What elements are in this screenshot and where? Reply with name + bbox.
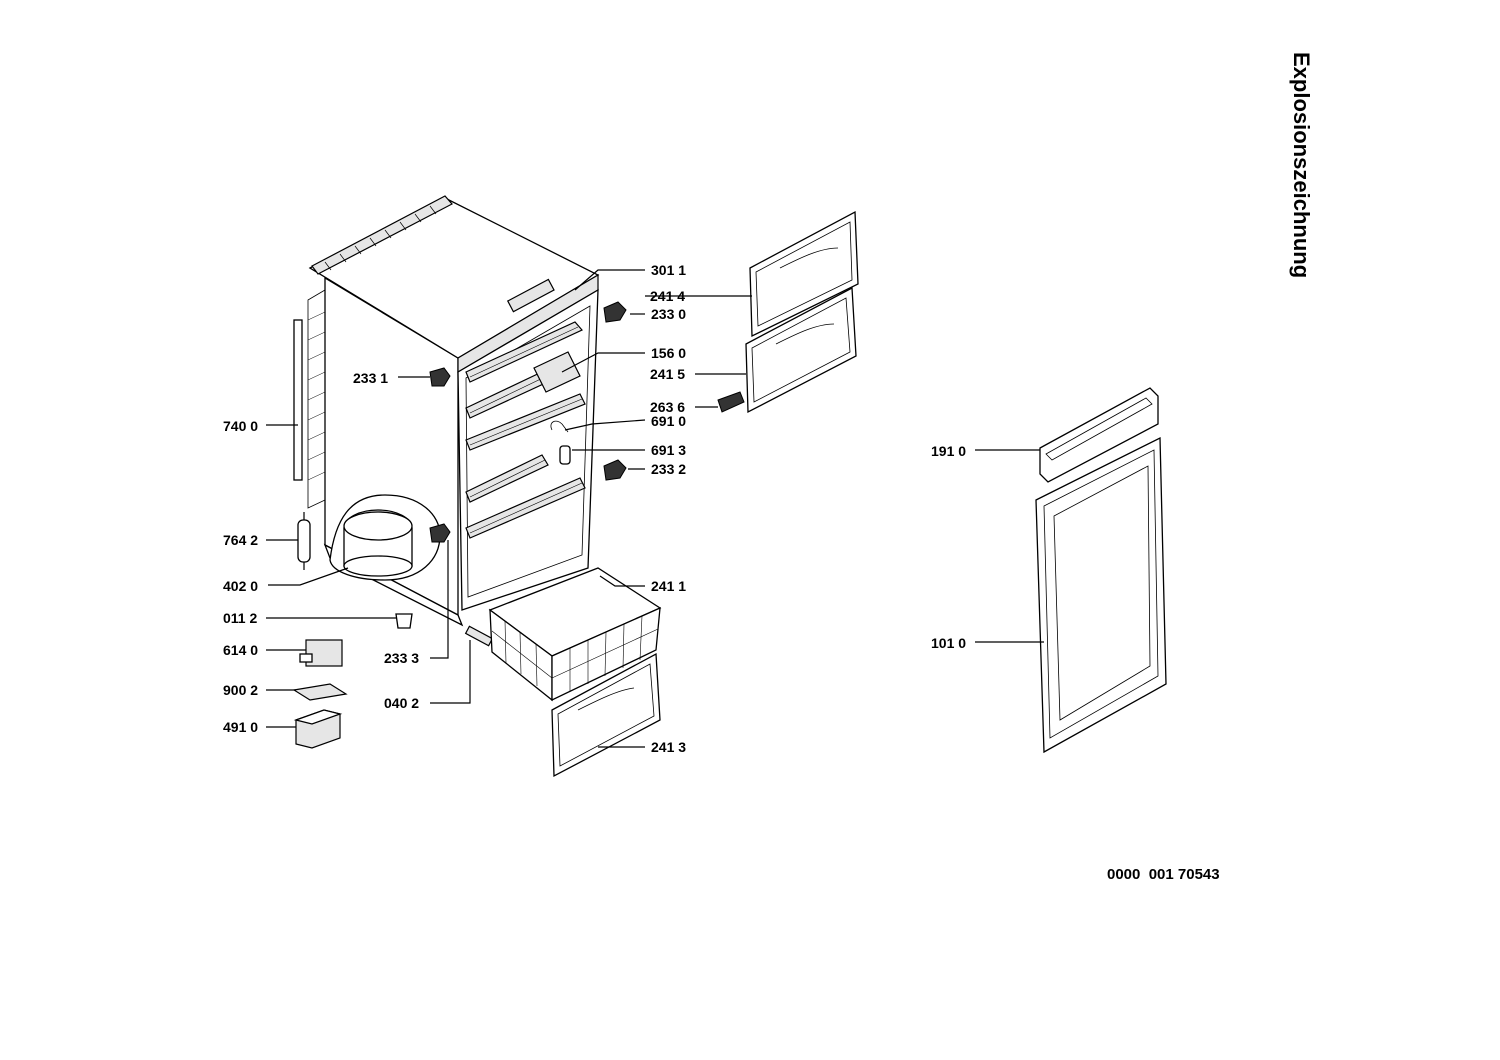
drawer-fronts-illustration <box>551 210 859 778</box>
label-740-0: 740 0 <box>223 418 258 434</box>
leader-lines <box>266 269 1044 748</box>
label-233-0: 233 0 <box>651 306 686 322</box>
wire-shelves <box>465 321 586 539</box>
label-764-2: 764 2 <box>223 532 258 548</box>
label-301-1: 301 1 <box>651 262 686 278</box>
condenser-illustration <box>293 289 326 509</box>
diagram-title: Explosionszeichnung <box>1289 52 1314 278</box>
door-illustration <box>1035 387 1167 754</box>
compressor-illustration <box>329 494 441 581</box>
label-491-0: 491 0 <box>223 719 258 735</box>
label-402-0: 402 0 <box>223 578 258 594</box>
label-614-0: 614 0 <box>223 642 258 658</box>
label-233-2: 233 2 <box>651 461 686 477</box>
label-040-2: 040 2 <box>384 695 419 711</box>
label-233-3: 233 3 <box>384 650 419 666</box>
label-241-3: 241 3 <box>651 739 686 755</box>
basket-illustration <box>488 567 662 702</box>
label-241-1: 241 1 <box>651 578 686 594</box>
label-101-0: 101 0 <box>931 635 966 651</box>
document-reference-number: 0000 001 70543 <box>1107 866 1220 883</box>
label-191-0: 191 0 <box>931 443 966 459</box>
label-691-0: 691 0 <box>651 413 686 429</box>
label-691-3: 691 3 <box>651 442 686 458</box>
label-241-5: 241 5 <box>650 366 685 382</box>
small-parts-illustration <box>292 301 745 749</box>
label-263-6: 263 6 <box>650 399 685 415</box>
label-156-0: 156 0 <box>651 345 686 361</box>
label-900-2: 900 2 <box>223 682 258 698</box>
label-233-1: 233 1 <box>353 370 388 386</box>
label-241-4: 241 4 <box>650 288 685 304</box>
filter-drier-illustration <box>297 512 311 570</box>
label-011-2: 011 2 <box>223 610 257 626</box>
part-labels: 301 1 241 4 233 0 156 0 241 5 233 1 263 … <box>223 262 966 755</box>
